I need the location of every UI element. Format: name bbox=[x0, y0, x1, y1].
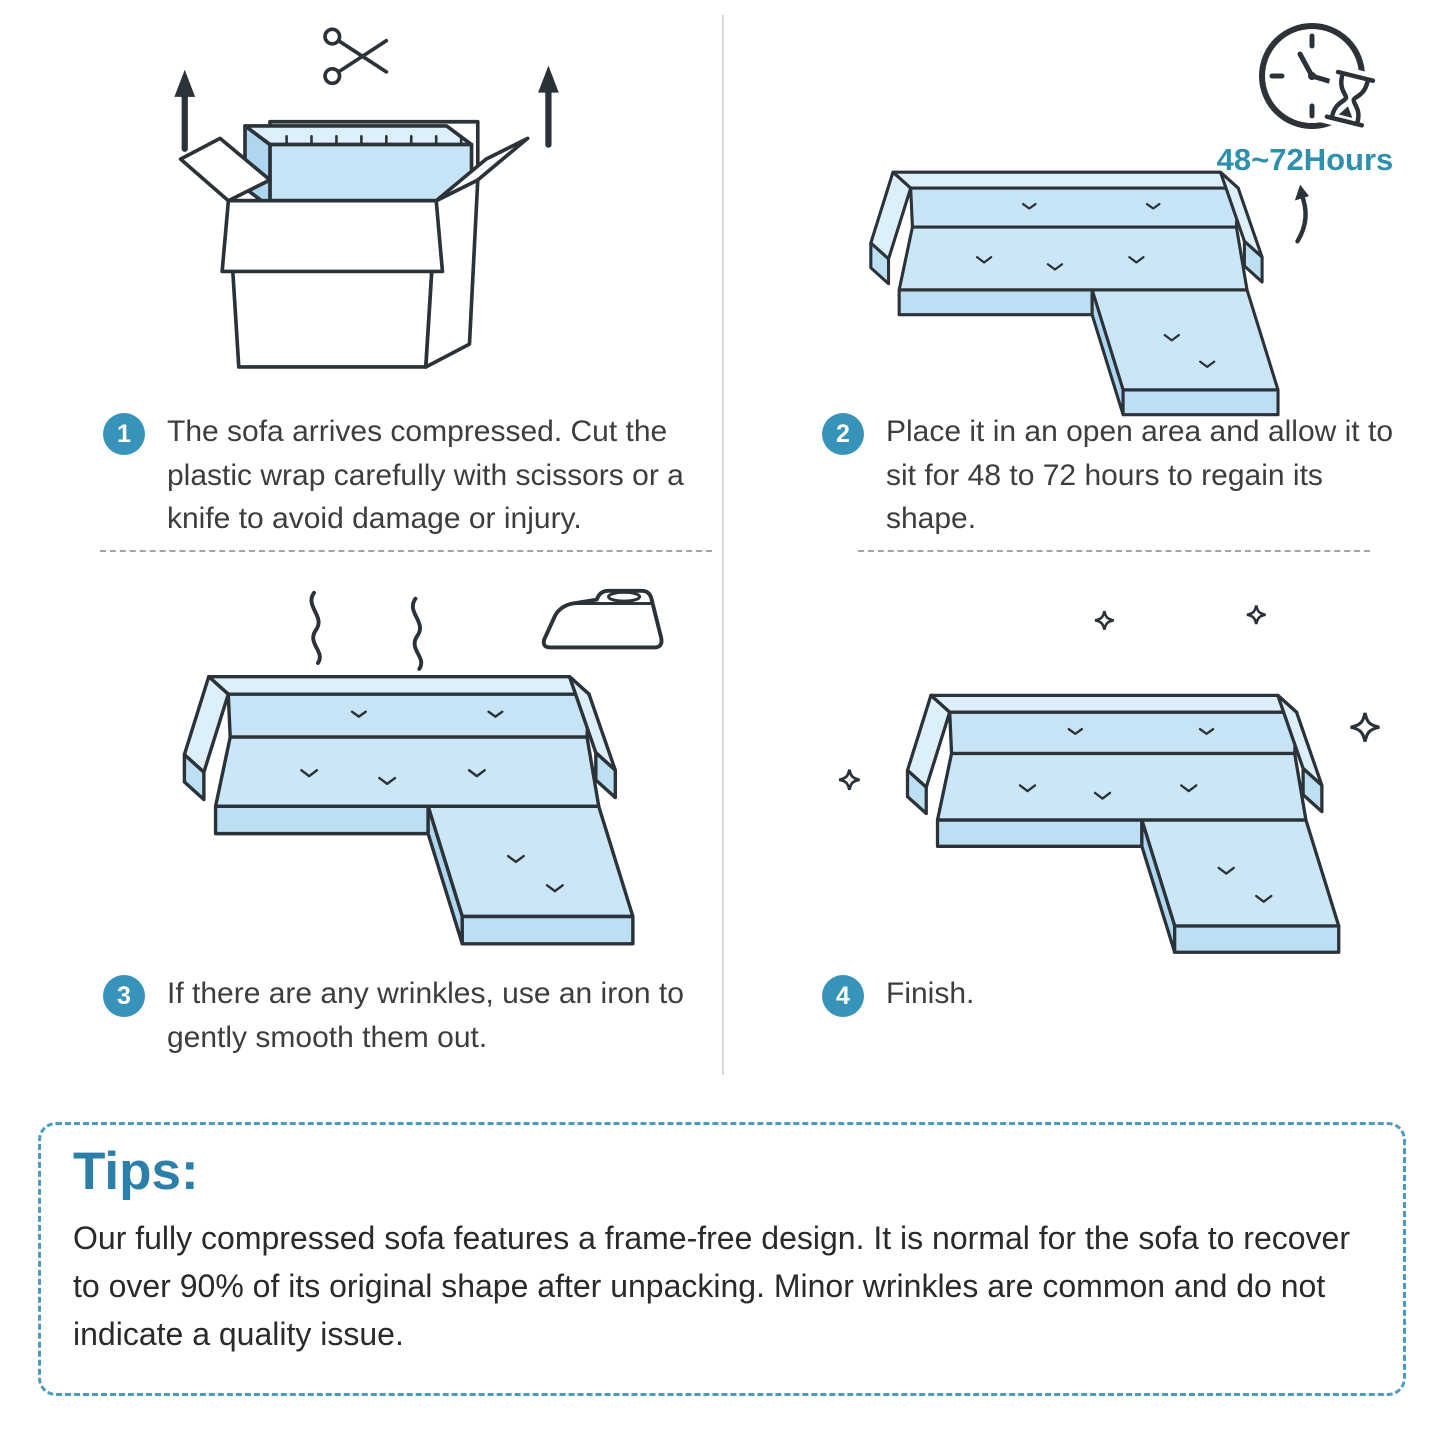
step-text: If there are any wrinkles, use an iron t… bbox=[167, 977, 684, 1054]
tips-body: Our fully compressed sofa features a fra… bbox=[73, 1220, 1350, 1352]
box-with-compressed-sofa-illustration bbox=[178, 119, 530, 369]
scissors-icon bbox=[323, 27, 389, 86]
dashed-separator-right bbox=[858, 550, 1370, 552]
column-divider bbox=[722, 15, 724, 1075]
arrow-up-icon bbox=[174, 65, 559, 152]
step-3-illustration bbox=[82, 585, 706, 954]
steam-icon bbox=[309, 590, 424, 671]
step-4-caption: 4 Finish. bbox=[822, 972, 1222, 1017]
dashed-separator-left bbox=[100, 550, 712, 552]
step-4-illustration bbox=[795, 596, 1395, 971]
expand-arrow-icon bbox=[1294, 184, 1310, 244]
compressed-sofa-cushion bbox=[243, 124, 474, 209]
step-number-badge: 4 bbox=[822, 975, 864, 1017]
step-2-illustration bbox=[800, 135, 1340, 436]
iron-icon bbox=[541, 588, 664, 650]
step-number-badge: 2 bbox=[822, 413, 864, 455]
sparkle-icon bbox=[838, 605, 1380, 791]
hourglass-icon bbox=[1319, 63, 1381, 134]
sectional-sofa-illustration bbox=[182, 674, 635, 946]
step-number-badge: 1 bbox=[103, 413, 145, 455]
sectional-sofa-illustration bbox=[905, 693, 1341, 954]
clock-icon bbox=[1250, 14, 1400, 149]
step-number-badge: 3 bbox=[103, 975, 145, 1017]
tips-heading: Tips: bbox=[73, 1142, 199, 1201]
tips-box: Tips: Our fully compressed sofa features… bbox=[38, 1122, 1406, 1396]
step-2-caption: 2 Place it in an open area and allow it … bbox=[822, 410, 1422, 541]
step-text: Finish. bbox=[886, 977, 975, 1010]
step-1-caption: 1 The sofa arrives compressed. Cut the p… bbox=[103, 410, 728, 541]
duration-label: 48~72Hours bbox=[1216, 142, 1394, 177]
step-3-caption: 3 If there are any wrinkles, use an iron… bbox=[103, 972, 728, 1059]
step-1-illustration bbox=[112, 22, 590, 396]
step-text: Place it in an open area and allow it to… bbox=[886, 415, 1393, 535]
sectional-sofa-illustration bbox=[869, 170, 1280, 417]
step-text: The sofa arrives compressed. Cut the pla… bbox=[167, 415, 684, 535]
